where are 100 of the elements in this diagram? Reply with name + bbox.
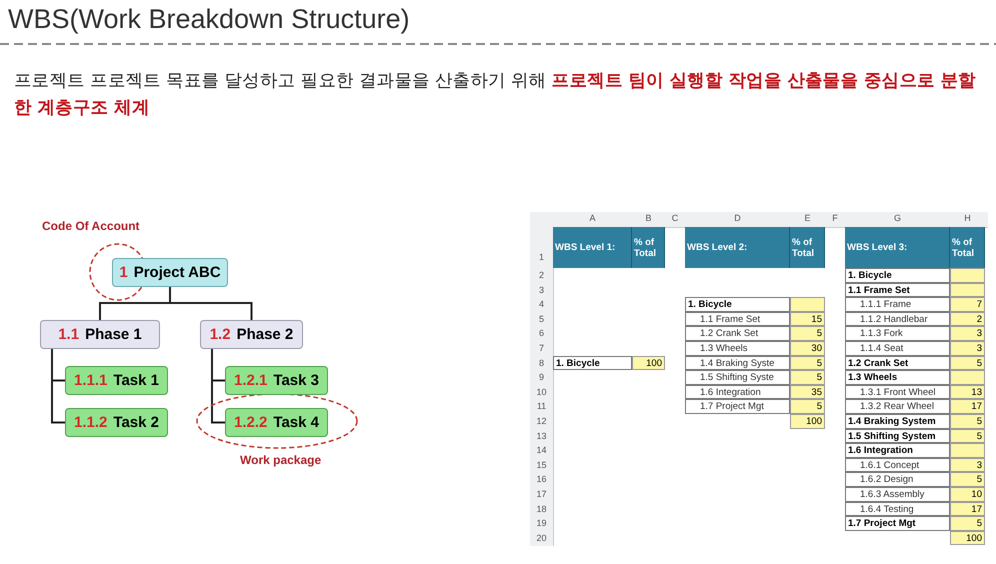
- code-number: 1.2.2: [234, 414, 268, 431]
- item-cell: 1. Bicycle: [553, 356, 632, 370]
- column-letter: H: [963, 212, 972, 225]
- title: WBS(Work Breakdown Structure): [8, 4, 410, 35]
- row-number: 19: [535, 517, 548, 530]
- callout-label: Code Of Account: [42, 219, 140, 233]
- item-cell: 1.3.1 Front Wheel: [845, 384, 950, 400]
- description-text: 프로젝트 프로젝트 목표를 달성하고 필요한 결과물을 산출하기 위해 프로젝트 팀이 실행할 작업을 산출물을 중심으로 분할한 계층구조 체계: [14, 70, 977, 120]
- value-cell: 3: [950, 341, 985, 356]
- value-cell: 100: [790, 414, 825, 429]
- value-cell: 2: [950, 312, 985, 326]
- row-number: 5: [538, 312, 545, 326]
- row-number: 18: [535, 502, 548, 516]
- item-cell: 1.7 Project Mgt: [845, 516, 950, 531]
- item-cell: 1.6 Integration: [685, 384, 790, 400]
- item-cell: 1.4 Braking Syste: [685, 356, 790, 370]
- value-cell: 17: [950, 502, 985, 516]
- row-number: 13: [535, 430, 548, 443]
- column-letter: D: [733, 212, 742, 225]
- item-cell: 1.2 Crank Set: [845, 356, 950, 370]
- row-number: 12: [535, 415, 548, 428]
- item-cell: 1.6.1 Concept: [845, 458, 950, 472]
- value-cell: 5: [950, 516, 985, 531]
- row-number: 17: [535, 488, 548, 501]
- value-cell: 100: [950, 530, 985, 546]
- item-cell: 1.4 Braking System: [845, 414, 950, 429]
- value-cell: 5: [790, 370, 825, 385]
- code-number: 1.1.1: [74, 372, 108, 389]
- node-label: Project ABC: [134, 264, 221, 281]
- value-cell: 3: [950, 326, 985, 341]
- value-cell: 5: [950, 414, 985, 429]
- row-number: 14: [535, 444, 548, 458]
- item-cell: 1.3.2 Rear Wheel: [845, 399, 950, 414]
- value-cell: 35: [790, 384, 825, 400]
- root-box: [112, 258, 228, 287]
- value-cell: 17: [950, 399, 985, 414]
- item-cell: 1.1.2 Handlebar: [845, 312, 950, 326]
- header-cell: WBS Level 1:: [553, 227, 632, 268]
- value-cell: 7: [950, 297, 985, 312]
- value-cell: 13: [950, 384, 985, 400]
- item-cell: 1. Bicycle: [685, 297, 790, 312]
- value-cell: 15: [790, 312, 825, 326]
- task-box: [65, 366, 168, 395]
- header-cell: WBS Level 3:: [845, 227, 950, 268]
- item-cell: 1.7 Project Mgt: [685, 399, 790, 414]
- header-cell: % of Total: [790, 227, 825, 268]
- task-box: [225, 366, 328, 395]
- task-box: [225, 408, 328, 437]
- column-letter: G: [892, 212, 902, 225]
- item-cell: 1.1 Frame Set: [845, 282, 950, 298]
- phase-box: [40, 320, 160, 349]
- value-cell: 100: [632, 356, 665, 370]
- row-number: 1: [538, 251, 545, 264]
- column-letter: F: [831, 212, 839, 225]
- value-cell: 5: [950, 472, 985, 487]
- row-number: 4: [538, 298, 545, 312]
- task-box: [65, 408, 168, 437]
- node-label: Task 2: [113, 414, 159, 431]
- value-cell: 5: [950, 428, 985, 444]
- item-cell: 1.3 Wheels: [845, 370, 950, 385]
- phase-box: [200, 320, 303, 349]
- value-cell: 5: [790, 399, 825, 414]
- code-number: 1.1.2: [74, 414, 108, 431]
- value-cell: 3: [950, 458, 985, 472]
- node-label: Phase 1: [85, 326, 142, 343]
- header-cell: % of Total: [950, 227, 985, 268]
- node-label: Task 3: [273, 372, 319, 389]
- item-cell: 1.3 Wheels: [685, 341, 790, 356]
- item-cell: 1.6.3 Assembly: [845, 487, 950, 502]
- column-letter: A: [588, 212, 596, 225]
- value-cell: 30: [790, 341, 825, 356]
- column-letter: C: [670, 212, 680, 225]
- header-cell: WBS Level 2:: [685, 227, 790, 268]
- row-number: 3: [538, 284, 545, 297]
- code-number: 1.2: [210, 326, 231, 343]
- row-number: 15: [535, 458, 548, 472]
- value-cell: 5: [950, 356, 985, 370]
- item-cell: 1.2 Crank Set: [685, 326, 790, 341]
- row-number: 2: [538, 269, 545, 282]
- item-cell: 1.1 Frame Set: [685, 312, 790, 326]
- code-number: 1: [119, 264, 128, 281]
- value-cell: 10: [950, 487, 985, 502]
- callout-label: Work package: [240, 453, 322, 467]
- row-number: 11: [536, 400, 548, 414]
- item-cell: 1.5 Shifting System: [845, 428, 950, 444]
- item-cell: 1.1.4 Seat: [845, 341, 950, 356]
- row-number: 7: [538, 342, 545, 355]
- value-cell: 5: [790, 356, 825, 370]
- row-number: 10: [535, 386, 548, 399]
- row-number: 16: [535, 473, 548, 486]
- header-cell: % of Total: [632, 227, 665, 268]
- column-letter: E: [803, 212, 812, 225]
- item-cell: 1.6.2 Design: [845, 472, 950, 487]
- item-cell: 1.6 Integration: [845, 443, 950, 458]
- node-label: Task 4: [273, 414, 319, 431]
- column-letter: B: [644, 212, 652, 225]
- code-number: 1.2.1: [234, 372, 268, 389]
- item-cell: 1. Bicycle: [845, 268, 950, 283]
- node-label: Task 1: [113, 372, 159, 389]
- connector-line: [211, 349, 225, 424]
